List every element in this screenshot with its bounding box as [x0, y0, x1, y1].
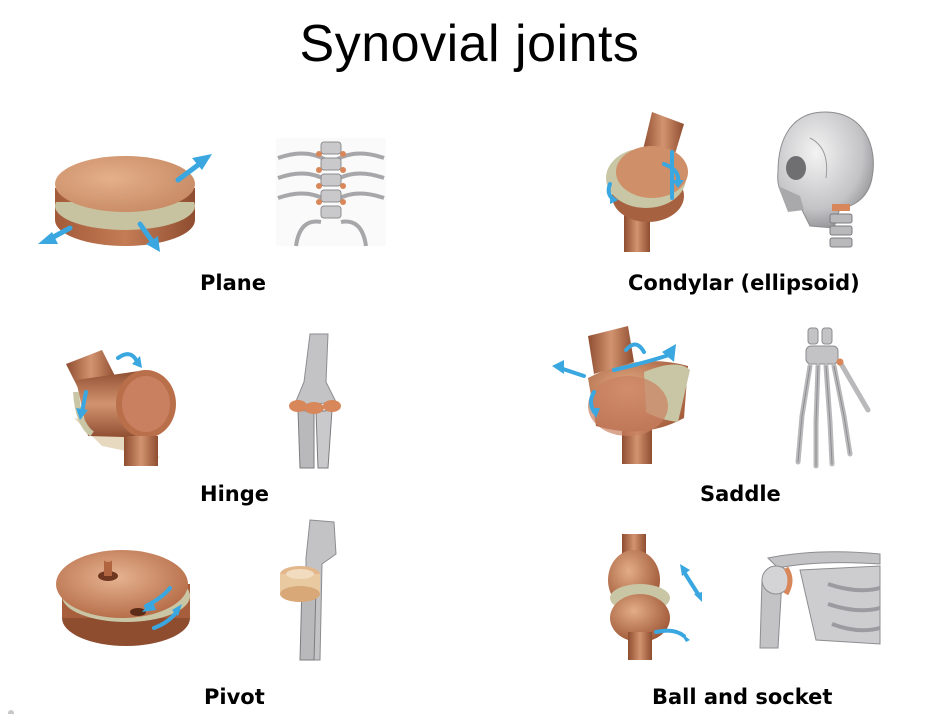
plane-joint-model: [30, 140, 220, 260]
joint-label-saddle: Saddle: [700, 482, 781, 506]
saddle-joint-hand-illustration: [788, 326, 872, 468]
ball-and-socket-shoulder-illustration: [748, 544, 880, 650]
hinge-joint-elbow-illustration: [280, 332, 352, 470]
saddle-joint-model: [548, 322, 698, 466]
joint-label-plane: Plane: [200, 271, 266, 295]
joint-label-hinge: Hinge: [200, 482, 269, 506]
condylar-joint-model: [598, 108, 698, 256]
joint-label-pivot: Pivot: [204, 685, 265, 709]
pivot-joint-forearm-illustration: [272, 518, 350, 662]
joint-label-condylar: Condylar (ellipsoid): [628, 271, 860, 295]
joint-label-ball-and-socket: Ball and socket: [652, 685, 832, 709]
slide-title: Synovial joints: [0, 14, 939, 74]
condylar-joint-skull-illustration: [770, 108, 880, 256]
plane-joint-spine-illustration: [276, 138, 386, 246]
ball-and-socket-joint-model: [598, 532, 710, 664]
pivot-joint-model: [46, 540, 196, 650]
hinge-joint-model: [62, 328, 186, 468]
slide-corner-mark: [8, 710, 14, 714]
